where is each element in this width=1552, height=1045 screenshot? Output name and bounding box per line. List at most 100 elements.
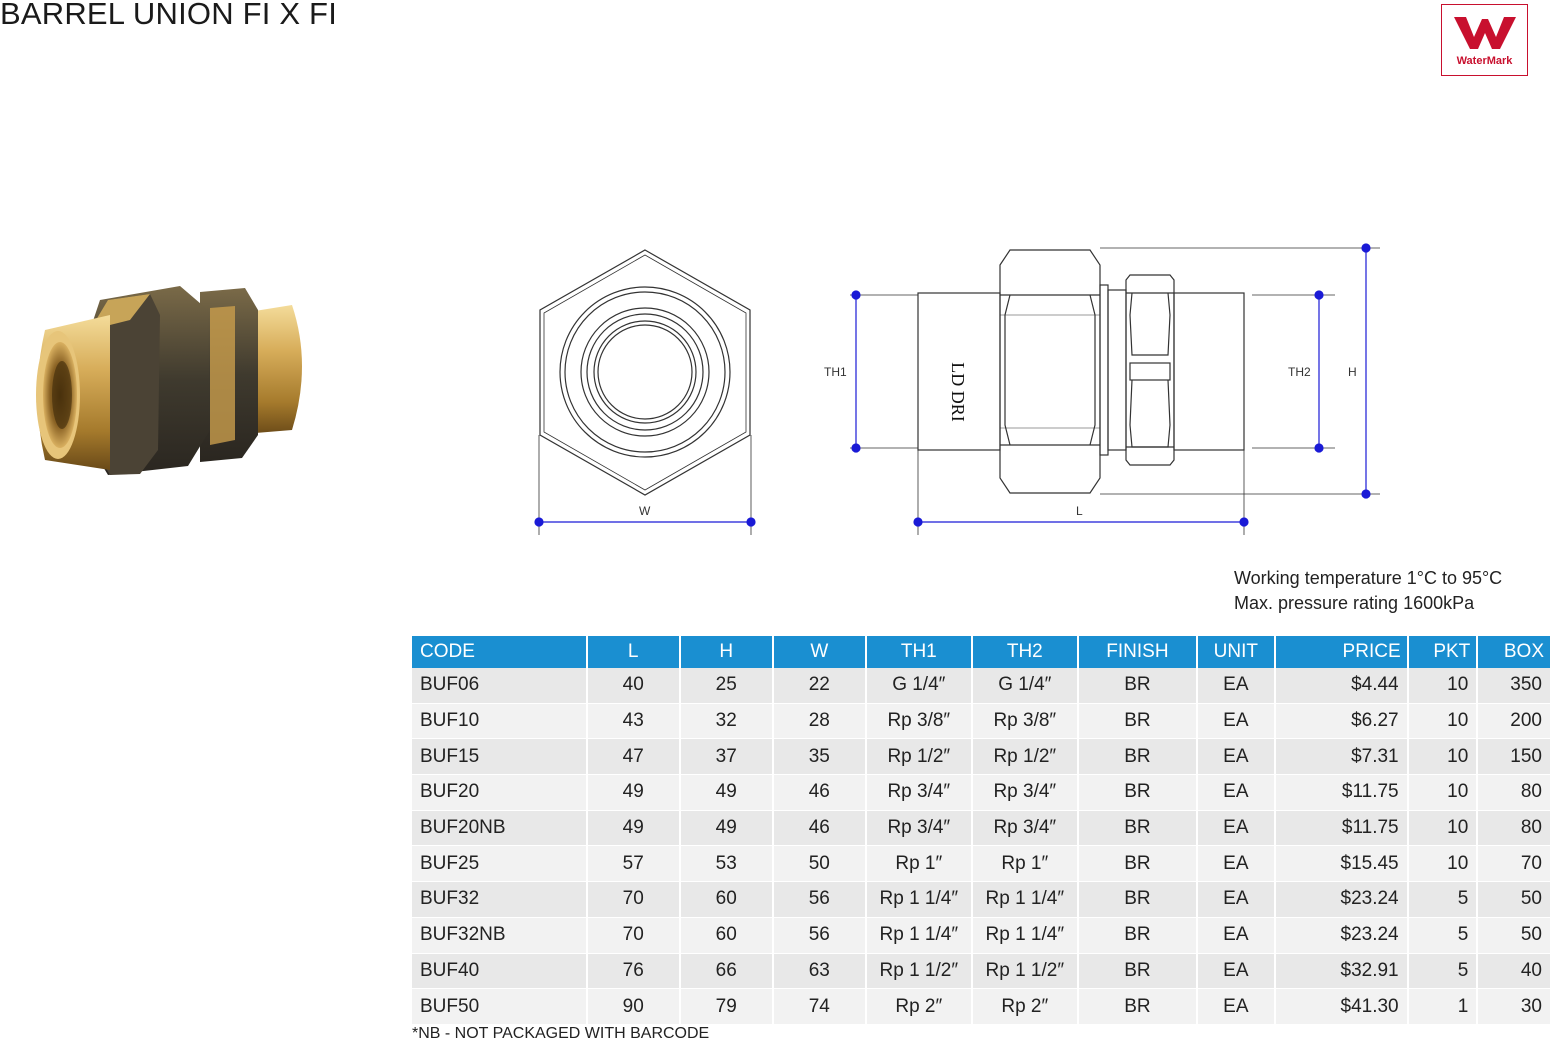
- cell-l: 49: [587, 775, 679, 811]
- cell-pkt: 10: [1408, 739, 1477, 776]
- cell-finish: BR: [1078, 882, 1197, 918]
- cell-code: BUF20NB: [412, 810, 586, 847]
- cell-h: 37: [680, 739, 772, 776]
- body-marking: LD DRI: [948, 362, 968, 422]
- watermark-text: WaterMark: [1456, 55, 1513, 67]
- th1-dimension: [850, 290, 918, 453]
- cell-price: $6.27: [1275, 703, 1407, 740]
- cell-box: 200: [1478, 703, 1550, 740]
- cell-th1: G 1/4″: [866, 668, 971, 704]
- cell-h: 49: [680, 775, 772, 811]
- cell-w: 63: [773, 953, 865, 990]
- cell-th1: Rp 3/8″: [866, 703, 971, 740]
- cell-unit: EA: [1198, 739, 1274, 776]
- side-view: [917, 249, 1245, 494]
- cell-unit: EA: [1198, 810, 1274, 847]
- th2-dimension: [1252, 290, 1335, 453]
- cell-l: 40: [587, 668, 679, 704]
- cell-unit: EA: [1198, 668, 1274, 704]
- cell-w: 35: [773, 739, 865, 776]
- cell-finish: BR: [1078, 953, 1197, 990]
- cell-th2: Rp 3/8″: [972, 703, 1077, 740]
- cell-pkt: 5: [1408, 917, 1477, 954]
- th2-label: TH2: [1288, 365, 1311, 379]
- header-th1: TH1: [866, 636, 971, 668]
- cell-pkt: 5: [1408, 882, 1477, 918]
- cell-unit: EA: [1198, 953, 1274, 990]
- cell-l: 70: [587, 917, 679, 954]
- cell-th2: Rp 3/4″: [972, 775, 1077, 811]
- cell-code: BUF20: [412, 775, 586, 811]
- cell-price: $11.75: [1275, 775, 1407, 811]
- cell-th2: Rp 2″: [972, 989, 1077, 1025]
- cell-price: $4.44: [1275, 668, 1407, 704]
- cell-l: 49: [587, 810, 679, 847]
- w-label: W: [639, 504, 651, 518]
- cell-price: $32.91: [1275, 953, 1407, 990]
- spec-block: Working temperature 1°C to 95°C Max. pre…: [1234, 566, 1502, 616]
- cell-box: 150: [1478, 739, 1550, 776]
- cell-unit: EA: [1198, 882, 1274, 918]
- product-table: CODE L H W TH1 TH2 FINISH UNIT PRICE PKT…: [410, 636, 1552, 1025]
- th1-label: TH1: [824, 365, 847, 379]
- cell-h: 79: [680, 989, 772, 1025]
- l-dimension: [913, 450, 1249, 535]
- cell-finish: BR: [1078, 846, 1197, 883]
- cell-unit: EA: [1198, 846, 1274, 883]
- cell-price: $23.24: [1275, 882, 1407, 918]
- header-l: L: [587, 636, 679, 668]
- cell-code: BUF32NB: [412, 917, 586, 954]
- cell-th1: Rp 1 1/2″: [866, 953, 971, 990]
- cell-w: 56: [773, 917, 865, 954]
- cell-l: 76: [587, 953, 679, 990]
- cell-finish: BR: [1078, 668, 1197, 704]
- cell-finish: BR: [1078, 989, 1197, 1025]
- cell-code: BUF40: [412, 953, 586, 990]
- cell-l: 57: [587, 846, 679, 883]
- cell-price: $23.24: [1275, 917, 1407, 954]
- header-th2: TH2: [972, 636, 1077, 668]
- cell-h: 53: [680, 846, 772, 883]
- cell-th2: Rp 1 1/4″: [972, 882, 1077, 918]
- cell-box: 50: [1478, 882, 1550, 918]
- header-price: PRICE: [1275, 636, 1407, 668]
- h-label: H: [1348, 365, 1357, 379]
- product-photo: [36, 286, 302, 475]
- cell-l: 43: [587, 703, 679, 740]
- cell-l: 70: [587, 882, 679, 918]
- cell-box: 70: [1478, 846, 1550, 883]
- table-header-row: CODE L H W TH1 TH2 FINISH UNIT PRICE PKT…: [412, 636, 1550, 668]
- cell-pkt: 10: [1408, 846, 1477, 883]
- cell-code: BUF06: [412, 668, 586, 704]
- cell-l: 90: [587, 989, 679, 1025]
- cell-price: $15.45: [1275, 846, 1407, 883]
- cell-box: 80: [1478, 810, 1550, 847]
- technical-drawing: W LD DRI TH1: [534, 243, 1380, 535]
- cell-th1: Rp 3/4″: [866, 810, 971, 847]
- working-temperature: Working temperature 1°C to 95°C: [1234, 568, 1503, 588]
- cell-h: 66: [680, 953, 772, 990]
- cell-pkt: 1: [1408, 989, 1477, 1025]
- cell-code: BUF25: [412, 846, 586, 883]
- l-label: L: [1076, 504, 1083, 518]
- header-unit: UNIT: [1198, 636, 1274, 668]
- cell-h: 49: [680, 810, 772, 847]
- cell-pkt: 5: [1408, 953, 1477, 990]
- cell-h: 32: [680, 703, 772, 740]
- cell-th2: Rp 1 1/4″: [972, 917, 1077, 954]
- cell-code: BUF15: [412, 739, 586, 776]
- cell-pkt: 10: [1408, 668, 1477, 704]
- cell-unit: EA: [1198, 703, 1274, 740]
- cell-th1: Rp 1″: [866, 846, 971, 883]
- cell-unit: EA: [1198, 775, 1274, 811]
- cell-pkt: 10: [1408, 810, 1477, 847]
- cell-price: $7.31: [1275, 739, 1407, 776]
- cell-th2: Rp 3/4″: [972, 810, 1077, 847]
- cell-th2: Rp 1″: [972, 846, 1077, 883]
